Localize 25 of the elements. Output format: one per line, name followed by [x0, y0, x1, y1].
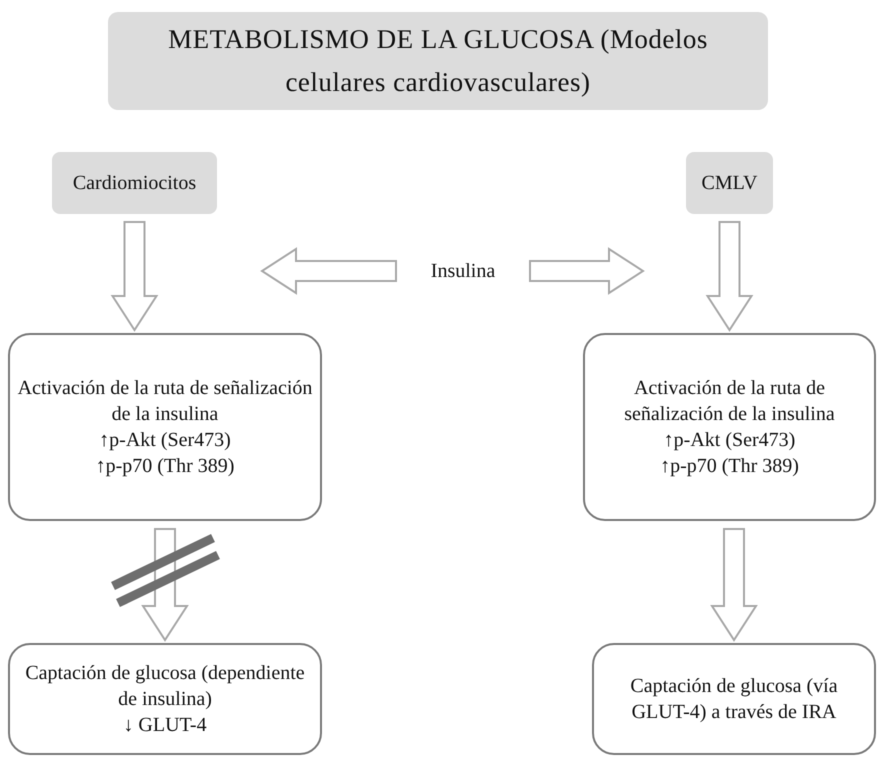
- outcome-box: [592, 643, 876, 755]
- node-text: Activación de la ruta de señalización de la insulina: [623, 376, 836, 427]
- cell-type-label: [686, 152, 773, 214]
- process-box: [8, 333, 322, 521]
- node-text: ↑p-Akt (Ser473): [99, 428, 231, 453]
- block-arrow: [710, 528, 758, 642]
- node-text: ↓ GLUT-4: [123, 713, 207, 738]
- node-text: ↑p-p70 (Thr 389): [96, 454, 234, 479]
- block-arrow: [141, 528, 189, 642]
- outcome-box: [8, 643, 322, 755]
- block-arrow: [260, 247, 397, 295]
- cell-type-label: [52, 152, 217, 214]
- title-banner: METABOLISMO DE LA GLUCOSA (Modelos celulares cardiovasculares): [108, 12, 768, 110]
- block-arrow: [110, 221, 158, 332]
- node-text: ↑p-p70 (Thr 389): [660, 454, 799, 479]
- process-box: [583, 333, 876, 521]
- node-text: Insulina: [430, 259, 496, 284]
- block-arrow: [706, 221, 754, 332]
- node-text: CMLV: [702, 171, 758, 196]
- block-arrow: [529, 247, 645, 295]
- node-text: Activación de la ruta de señalización de la insulina: [16, 376, 314, 427]
- node-text: Captación de glucosa (dependiente de insulina): [24, 661, 306, 712]
- node-text: ↑p-Akt (Ser473): [664, 428, 796, 453]
- node-text: Captación de glucosa (vía GLUT-4) a través de IRA: [629, 674, 839, 725]
- node-text: Cardiomiocitos: [72, 171, 196, 196]
